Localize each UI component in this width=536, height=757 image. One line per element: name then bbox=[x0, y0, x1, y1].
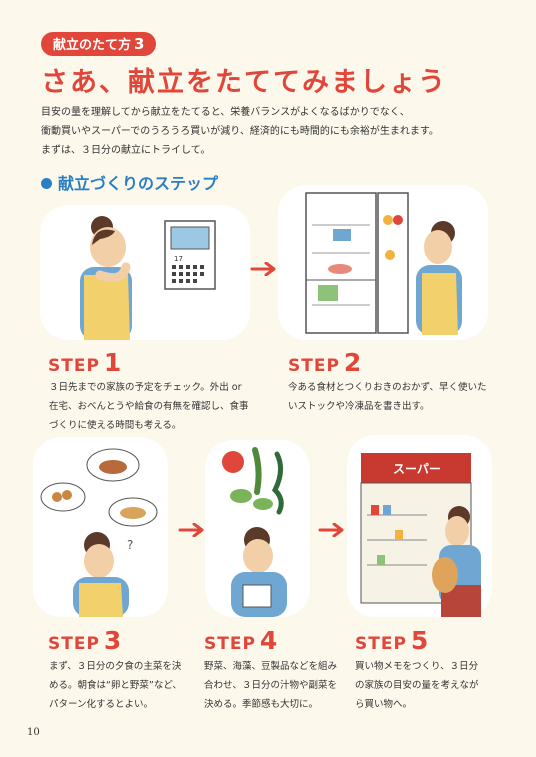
step2-description: 今ある食材とつくりおきのおかず、早く使いたいストックや冷凍品を書き出す。 bbox=[288, 382, 487, 412]
step-number: 2 bbox=[343, 348, 363, 377]
svg-text:?: ? bbox=[127, 538, 133, 552]
step-number: 1 bbox=[103, 348, 123, 377]
refrigerator-illustration bbox=[305, 192, 462, 335]
step-label-text: STEP bbox=[204, 634, 256, 654]
arrow-right-icon bbox=[178, 523, 206, 537]
step2-illustration bbox=[278, 185, 488, 340]
calendar-icon: 17 bbox=[164, 220, 216, 290]
section-tag-number: 3 bbox=[134, 35, 145, 53]
step-number: 4 bbox=[259, 626, 279, 655]
vegetables-writing-woman-illustration bbox=[222, 447, 287, 617]
store-sign: スーパー bbox=[393, 462, 441, 476]
step4-description: 野菜、海藻、豆製品などを組み合わせ、３日分の汁物や副菜を決める。季節感も大切に。 bbox=[204, 661, 338, 710]
page-title: さあ、献立をたててみましょう bbox=[41, 67, 447, 98]
section-tag-label: 献立のたて方 bbox=[53, 38, 132, 53]
step-label-text: STEP bbox=[48, 356, 100, 376]
thinking-woman-calendar-illustration: 17 bbox=[80, 216, 216, 340]
intro-line: 目安の量を理解してから献立をたてると、栄養バランスがよくなるばかりでなく、 bbox=[41, 107, 410, 118]
step-label-text: STEP bbox=[48, 634, 100, 654]
intro-line: まずは、３日分の献立にトライして。 bbox=[41, 145, 211, 156]
intro-line: 衝動買いやスーパーでのうろうろ買いが減り、経済的にも時間的にも余裕が生まれます。 bbox=[41, 126, 439, 137]
calendar-number: 17 bbox=[174, 255, 183, 263]
woman-thinking-dishes-illustration: ? bbox=[40, 448, 158, 617]
arrow-right-icon bbox=[250, 262, 278, 276]
step5-description: 買い物メモをつくり、３日分の家族の目安の量を考えながら買い物へ。 bbox=[355, 661, 479, 710]
step4-illustration bbox=[205, 440, 310, 617]
step-label-text: STEP bbox=[355, 634, 407, 654]
step3-description: まず、３日分の夕食の主菜を決める。朝食は“卵と野菜”など、パターン化するとよい。 bbox=[49, 661, 182, 710]
arrow-right-icon bbox=[318, 523, 346, 537]
step-label-text: STEP bbox=[288, 356, 340, 376]
section-heading: 献立づくりのステップ bbox=[41, 170, 218, 194]
step3-illustration: ? bbox=[33, 437, 168, 617]
intro-paragraph: 目安の量を理解してから献立をたてると、栄養バランスがよくなるばかりでなく、 衝動… bbox=[41, 103, 501, 160]
step-number: 5 bbox=[410, 626, 430, 655]
step-number: 3 bbox=[103, 626, 123, 655]
step1-illustration: 17 bbox=[40, 205, 250, 340]
page-number: 10 bbox=[27, 727, 40, 738]
step1-description: ３日先までの家族の予定をチェック。外出 or 在宅、おべんとうや給食の有無を確認… bbox=[49, 382, 249, 431]
step5-illustration: スーパー bbox=[347, 435, 492, 617]
bullet-icon bbox=[41, 178, 52, 189]
section-heading-text: 献立づくりのステップ bbox=[58, 174, 219, 193]
supermarket-shopping-illustration: スーパー bbox=[360, 453, 481, 617]
